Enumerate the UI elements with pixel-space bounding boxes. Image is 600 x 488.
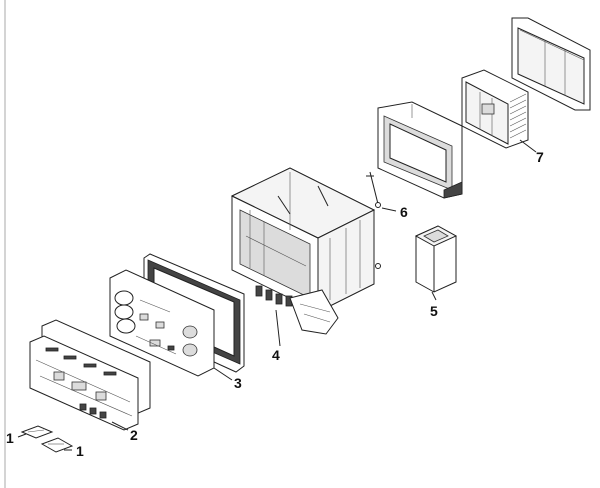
part-front-bezel-frame: [377, 101, 463, 199]
part-4-main-chassis: [230, 167, 381, 335]
callout-3: 3: [234, 375, 242, 391]
part-5-transformer-block: [414, 225, 458, 293]
part-rear-back-cover: [511, 17, 591, 111]
part-6-bracket-rod: [366, 171, 381, 208]
part-1-fuses: [20, 425, 74, 453]
callout-4: 4: [272, 347, 280, 363]
callout-6: 6: [400, 204, 408, 220]
callout-5: 5: [430, 303, 438, 319]
leader-line-6: [381, 207, 397, 212]
callout-2: 2: [130, 427, 138, 443]
leader-line-3: [213, 367, 233, 381]
leader-line-4: [275, 309, 281, 347]
leader-line-1a: [17, 433, 27, 438]
callout-1b: 1: [76, 443, 84, 459]
leader-line-7: [519, 139, 537, 153]
part-7-heatsink-assembly: [461, 69, 529, 149]
leader-line-5: [431, 291, 437, 301]
callout-7: 7: [536, 149, 544, 165]
callout-1a: 1: [6, 430, 14, 446]
part-3-power-supply-pcb: [109, 269, 215, 377]
leader-line-2: [111, 421, 129, 431]
part-2-control-pcb: [29, 319, 151, 431]
